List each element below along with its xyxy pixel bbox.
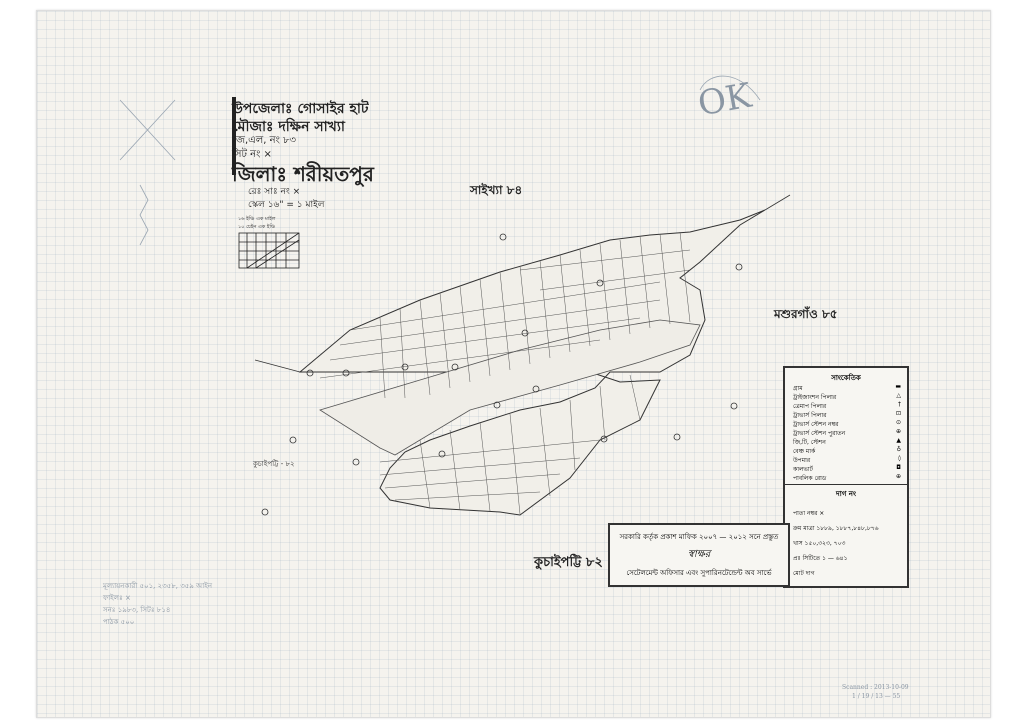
adjacent-north: সাইখ্যা ৮৪ — [470, 183, 523, 197]
legend-row: পাবলিক রোড⊕ — [793, 473, 901, 482]
legend-khas-line: খাস ১৫০,৩২৩, ৭০৩ — [793, 540, 846, 547]
bottom-note-3: সনঃ ১৯৮৩, সিটঃ ৮১৪ — [103, 606, 171, 614]
district-label: জিলাঃ শরীয়তপুর — [232, 162, 374, 186]
legend-row: বেঞ্চ মার্ক♁ — [793, 446, 901, 455]
adjacent-south: কুচাইপট্টি ৮২ — [534, 555, 603, 570]
rs-number: রেঃ সাঃ নং × — [248, 187, 301, 197]
legend-page-line: পাতা নম্বর × — [793, 510, 825, 517]
certificate-line-2: সেটেলমেন্ট অফিসার এবং সুপারিনটেন্ডেন্ট অ… — [626, 569, 772, 577]
certificate-signature: স্বাক্ষর — [687, 549, 711, 560]
scale-bar — [238, 232, 300, 269]
scale-note-2: ১০ চেইন এক ইঞ্চি — [238, 224, 276, 230]
legend-title: সাংকেতিক — [831, 374, 861, 382]
legend-box: সাংকেতিক গ্রাম▬ ট্রাইজাংশন পিলার△ ত্রেমা… — [783, 366, 909, 588]
river-band — [319, 319, 701, 456]
legend-row: কালভার্ট◘ — [793, 464, 901, 473]
jl-number: জে,এল, নং ৮৩ — [232, 135, 297, 146]
certificate-line-1: সরকারি কর্তৃক প্রকাশ মাফিক ২০০৭ — ২০১২ স… — [619, 533, 779, 541]
scale-label: স্কেল ১৬" = ১ মাইল — [248, 200, 325, 210]
legend-row: ট্রাইজাংশন পিলার△ — [793, 392, 901, 401]
legend-plot-heading: দাগ নং — [836, 490, 856, 498]
scale-note-1: ১৬ ইঞ্চি এক মাইল — [238, 216, 276, 222]
upazila-label: উপজেলাঃ গোসাইর হাট — [232, 101, 369, 117]
legend-row: ট্রাভার্স পিলার⊡ — [793, 410, 901, 419]
legend-row: জি,টি, স্টেশন▲ — [793, 437, 901, 446]
adjacent-west-small: কুচাইপট্টি - ৮২ — [253, 460, 295, 468]
legend-range-line: প্রঃ সিটিতে ১ — ৬৪১ — [793, 555, 848, 562]
legend-row: উপমার◊ — [793, 455, 901, 464]
certificate-box: সরকারি কর্তৃক প্রকাশ মাফিক ২০০৭ — ২০১২ স… — [608, 523, 790, 587]
bottom-note-4: পাঠক ৫০০ — [103, 618, 135, 626]
legend-land-line: মোট দাগ — [793, 570, 815, 577]
sheet-number: সিট নং × — [232, 149, 272, 160]
title-bar — [232, 97, 236, 175]
legend-row: ট্রাভার্স স্টেশন পুরাতন⊕ — [793, 428, 901, 437]
legend-row: ত্রেমাপ পিলার† — [793, 401, 901, 410]
scan-stamp: Scanned : 2013-10-09 — [842, 684, 909, 691]
legend-khatian-line: ক্রম মাত্রা ১৮৮৯, ১৮৮৭,৮৪৮,৮৭৬ — [793, 525, 879, 532]
legend-row: গ্রাম▬ — [793, 383, 901, 392]
mouza-label: মৌজাঃ দক্ষিন সাখ্যা — [232, 119, 345, 135]
scan-number: 1 / 19 / 13 — 55 — [852, 693, 901, 700]
adjacent-east: মশুরগাঁও ৮৫ — [774, 307, 838, 321]
bottom-note-1: মূল্যায়নকারী ৫০১, ২৩৫৮, ৩৫৯ আইন — [103, 582, 213, 590]
legend-row: ট্রাভার্স স্টেশন নম্বর⊙ — [793, 419, 901, 428]
bottom-note-2: ফাইলঃ × — [103, 594, 131, 602]
